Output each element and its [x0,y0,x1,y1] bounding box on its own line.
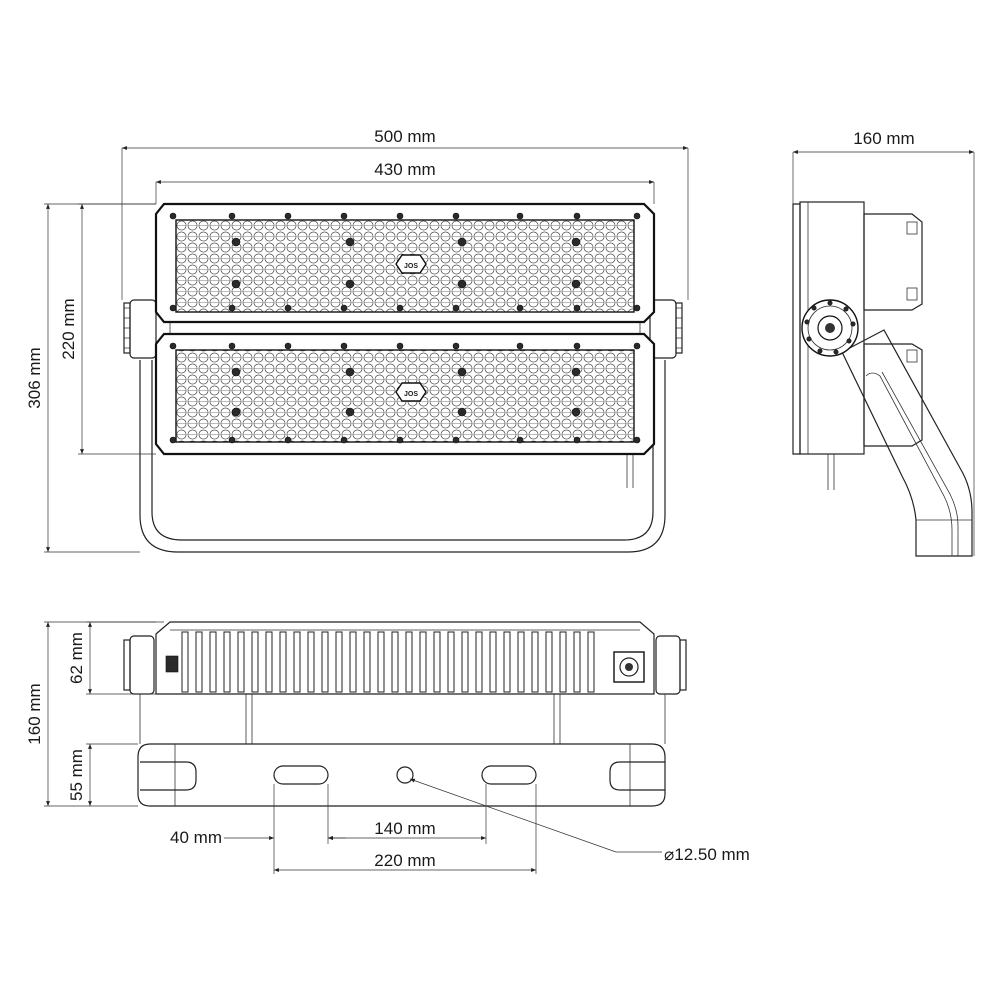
side-view: 160 mm [792,129,975,557]
label-hole-diameter: ⌀12.50 mm [664,845,750,864]
label-depth-side: 160 mm [853,129,914,148]
mounting-slot-left [273,765,329,785]
dim-height-overall: 306 mm [25,203,156,553]
label-slot-width: 40 mm [170,828,222,847]
dim-depth-fins: 62 mm [67,621,156,695]
bottom-view: 160 mm 62 mm 55 mm 40 mm 140 mm [25,621,750,874]
dim-width-overall: 500 mm [121,127,689,300]
dim-width-panel: 430 mm [155,160,655,204]
dim-slot-spacing: 140 mm [328,784,487,844]
label-width-panel: 430 mm [374,160,435,179]
panel-logo-top: JOS [404,263,418,270]
dim-depth-bottom: 160 mm [25,621,164,807]
label-slot-spacing: 140 mm [374,819,435,838]
label-height-overall: 306 mm [25,347,44,408]
mounting-slot-right [481,765,537,785]
power-connector [613,651,645,683]
mounting-hole [396,766,414,784]
mounting-bar [137,743,666,807]
dim-height-panel: 220 mm [59,203,156,455]
led-panel-bottom: JOS [154,332,656,456]
front-view: JOS JOS 500 mm 430 mm [25,127,689,553]
left-hinge-knob [123,299,157,359]
tilt-hub [801,299,859,357]
label-width-overall: 500 mm [374,127,435,146]
panel-logo-bottom: JOS [404,391,418,398]
dim-slot-width: 40 mm [170,784,346,874]
right-hinge-knob [649,299,683,359]
label-depth-bottom: 160 mm [25,683,44,744]
label-depth-fins: 62 mm [67,632,86,684]
label-height-panel: 220 mm [59,298,78,359]
label-bracket-height: 55 mm [67,749,86,801]
dim-slot-outer: 220 mm [274,784,537,874]
heatsink-fins [181,631,595,693]
dim-hole-diameter: ⌀12.50 mm [409,778,750,864]
label-slot-outer: 220 mm [374,851,435,870]
led-panel-top: JOS [154,202,656,324]
dim-depth-side: 160 mm [792,129,975,556]
dim-bracket-height: 55 mm [67,743,138,806]
